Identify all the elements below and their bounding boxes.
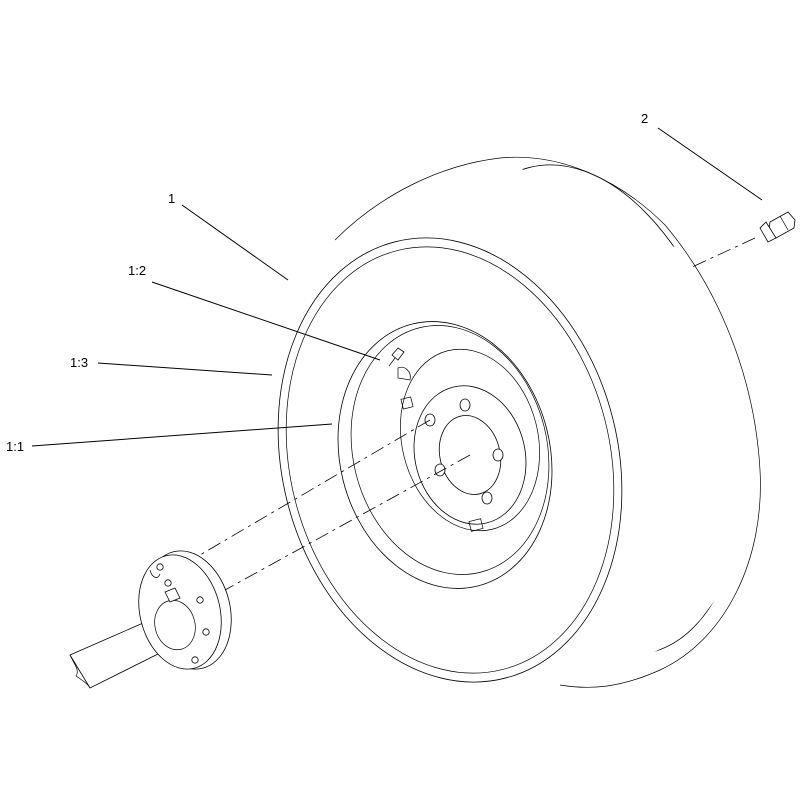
lug-bolt-shank bbox=[759, 221, 777, 243]
leader-1-3 bbox=[97, 362, 273, 376]
rim-center-disc bbox=[400, 348, 540, 532]
rim-slot bbox=[468, 518, 484, 532]
axle-assembly bbox=[69, 550, 232, 689]
tire-tread-outline bbox=[334, 156, 761, 688]
flange-hole bbox=[164, 579, 172, 587]
callout-1: 1 bbox=[168, 191, 175, 206]
lug-bolt bbox=[759, 211, 796, 243]
rim-notch bbox=[397, 366, 411, 381]
hub-centerline bbox=[224, 454, 471, 591]
rim-slot bbox=[400, 396, 414, 410]
callout-1-3: 1:3 bbox=[70, 355, 88, 370]
stud-hole bbox=[481, 491, 493, 505]
shaft-key bbox=[164, 587, 181, 603]
flange-hole bbox=[196, 596, 204, 604]
stud-hole bbox=[492, 448, 504, 462]
valve-stem-body bbox=[388, 357, 396, 367]
flange-notch bbox=[149, 569, 161, 578]
callout-labels: 1 2 1:2 1:3 1:1 bbox=[6, 111, 648, 454]
axle-break-line bbox=[69, 654, 91, 689]
flange-hole bbox=[191, 656, 199, 664]
stud-hole bbox=[459, 398, 471, 412]
tire-sidewall-bead bbox=[285, 246, 615, 674]
leader-1 bbox=[181, 204, 289, 281]
leader-2 bbox=[657, 127, 763, 201]
rim bbox=[337, 321, 553, 589]
bolt-centerline bbox=[689, 237, 756, 269]
assembly-lines bbox=[199, 237, 756, 591]
callout-1-2: 1:2 bbox=[128, 263, 146, 278]
callout-2: 2 bbox=[641, 111, 648, 126]
rim-inner-flange bbox=[350, 325, 550, 575]
lug-bolt-edge bbox=[779, 215, 789, 231]
leader-1-2 bbox=[151, 281, 381, 361]
hub-flange-front bbox=[138, 554, 222, 670]
leader-1-1 bbox=[31, 423, 333, 447]
flange-hole bbox=[156, 563, 164, 571]
valve-stem bbox=[391, 347, 405, 361]
stud-centerline-upper bbox=[199, 419, 431, 556]
callout-1-1: 1:1 bbox=[6, 439, 24, 454]
flange-hole bbox=[202, 628, 210, 636]
leader-lines bbox=[31, 127, 763, 447]
